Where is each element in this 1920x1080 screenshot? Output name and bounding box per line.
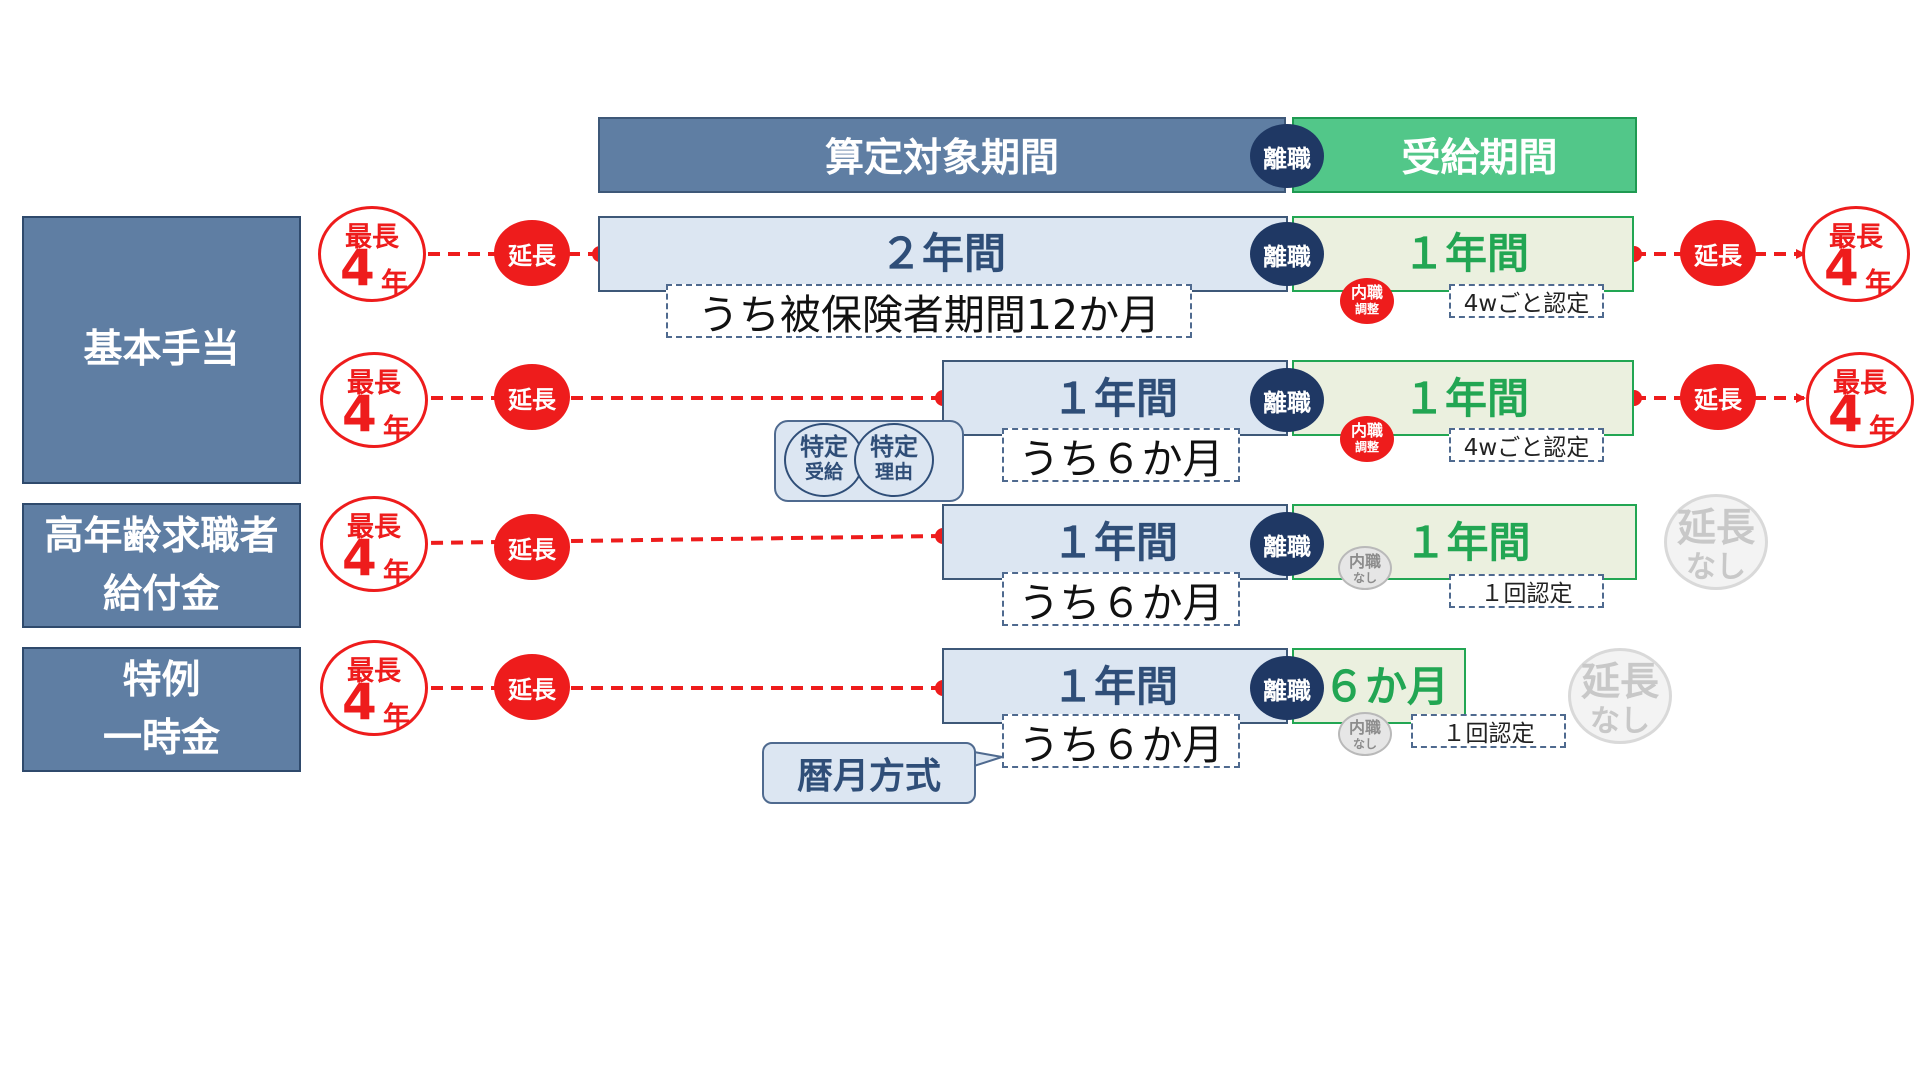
max-4-years-badge: 最長 4 年 (320, 352, 428, 448)
separation-badge: 離職 (1250, 222, 1324, 286)
calc-period-box-row3: １年間 (942, 504, 1288, 580)
extension-badge: 延長 (494, 514, 570, 580)
period-length: １年間 (1051, 661, 1178, 711)
extension-badge: 延長 (1680, 364, 1756, 430)
calc-period-box-row1: ２年間 (598, 216, 1288, 292)
category-special-lump-sum: 特例 一時金 (22, 647, 301, 772)
category-label: 高年齢求職者 (44, 513, 279, 559)
insured-period-note: うち６か月 (1002, 428, 1240, 483)
certification-note: 4wごと認定 (1449, 284, 1604, 318)
max-4-years-badge: 最長 4 年 (1802, 206, 1910, 302)
category-elderly-jobseeker: 高年齢求職者 給付金 (22, 503, 301, 628)
separation-badge: 離職 (1250, 512, 1324, 576)
no-side-job-badge: 内職 なし (1338, 546, 1392, 590)
category-label: 給付金 (102, 571, 220, 617)
extension-badge: 延長 (494, 654, 570, 720)
special-reason-badge: 特定 理由 (854, 423, 934, 497)
side-job-adjust-badge: 内職 調整 (1340, 278, 1394, 324)
separation-badge: 離職 (1250, 368, 1324, 432)
insured-period-note: うち６か月 (1002, 714, 1240, 769)
receive-period-header-label: 受給期間 (1401, 136, 1558, 181)
certification-note: １回認定 (1411, 714, 1566, 748)
period-length: １年間 (1051, 517, 1178, 567)
receive-length: ６か月 (1322, 661, 1449, 711)
special-receiver-badge: 特定 受給 (784, 423, 864, 497)
period-length: ２年間 (879, 228, 1006, 278)
certification-note: 4wごと認定 (1449, 428, 1604, 462)
max-4-years-badge: 最長 4 年 (320, 496, 428, 592)
extension-badge: 延長 (1680, 220, 1756, 286)
no-extension-badge: 延長 なし (1664, 494, 1768, 590)
period-length: １年間 (1051, 373, 1178, 423)
calc-period-box-row2: １年間 (942, 360, 1288, 436)
receive-period-box-row4: ６か月 (1292, 648, 1466, 724)
calc-period-header-label: 算定対象期間 (824, 136, 1059, 181)
receive-period-header: 受給期間 (1292, 117, 1637, 193)
category-basic-allowance: 基本手当 (22, 216, 301, 484)
insured-period-note: うち６か月 (1002, 572, 1240, 627)
receive-period-box-row1: １年間 (1292, 216, 1634, 292)
receive-length: １年間 (1404, 517, 1531, 567)
callout-tail (973, 750, 1003, 768)
max-4-years-badge: 最長 4 年 (1806, 352, 1914, 448)
calc-period-box-row4: １年間 (942, 648, 1288, 724)
no-side-job-badge: 内職 なし (1338, 712, 1392, 756)
insured-period-note: うち被保険者期間12か月 (666, 284, 1192, 339)
separation-badge: 離職 (1250, 656, 1324, 720)
extension-badge: 延長 (494, 364, 570, 430)
calendar-month-method-callout: 暦月方式 (762, 742, 976, 804)
max-4-years-badge: 最長 4 年 (318, 206, 426, 302)
separation-badge: 離職 (1250, 124, 1324, 188)
calc-period-header: 算定対象期間 (598, 117, 1286, 193)
no-extension-badge: 延長 なし (1568, 648, 1672, 744)
extension-line-row3-left (415, 534, 944, 549)
extension-badge: 延長 (494, 220, 570, 286)
certification-note: １回認定 (1449, 574, 1604, 608)
max-4-years-badge: 最長 4 年 (320, 640, 428, 736)
category-label: 一時金 (102, 715, 220, 761)
category-label: 特例 (122, 657, 201, 703)
receive-length: １年間 (1402, 373, 1529, 423)
side-job-adjust-badge: 内職 調整 (1340, 416, 1394, 462)
category-label: 基本手当 (83, 327, 240, 372)
receive-length: １年間 (1402, 228, 1529, 278)
